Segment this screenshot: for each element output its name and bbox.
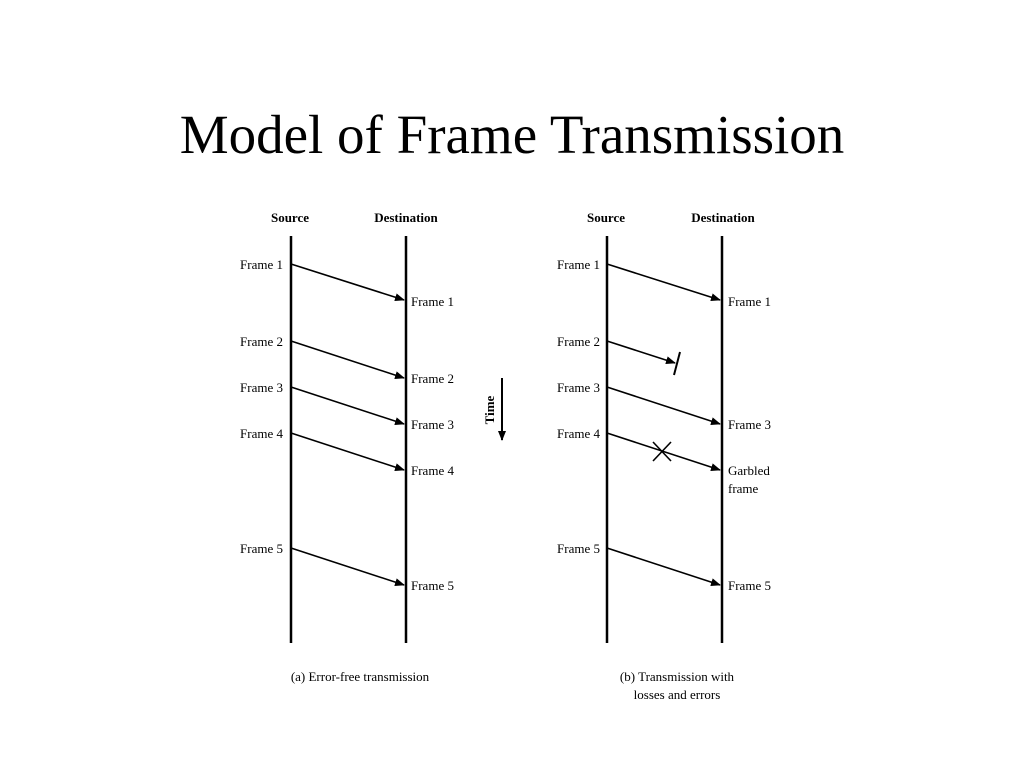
diagram-a: Source Destination Frame 1 Frame 1 Frame… (240, 210, 454, 684)
received-frame-label: Frame 3 (411, 417, 454, 432)
received-frame-label: Frame 3 (728, 417, 771, 432)
frame-arrow (290, 386, 405, 426)
sent-frame-label: Frame 1 (240, 257, 283, 272)
sent-frame-label: Frame 4 (557, 426, 600, 441)
garbled-frame-arrow (606, 432, 721, 472)
sent-frame-label: Frame 3 (557, 380, 600, 395)
sent-frame-label: Frame 5 (240, 541, 283, 556)
received-frame-label: Frame 2 (411, 371, 454, 386)
frame-arrow (606, 263, 721, 302)
destination-header: Destination (374, 210, 438, 225)
frame-arrow (606, 386, 721, 426)
time-axis-label: Time (482, 395, 497, 424)
diagram-b: Source Destination Frame 1 Frame 1 Frame… (557, 210, 771, 702)
sent-frame-label: Frame 2 (557, 334, 600, 349)
frame-arrow (290, 340, 405, 380)
frame-arrow (290, 263, 405, 302)
garbled-frame-label-line1: Garbled (728, 463, 770, 478)
received-frame-label: Frame 1 (411, 294, 454, 309)
sent-frame-label: Frame 1 (557, 257, 600, 272)
received-frame-label: Frame 5 (728, 578, 771, 593)
received-frame-label: Frame 5 (411, 578, 454, 593)
sent-frame-label: Frame 4 (240, 426, 283, 441)
sent-frame-label: Frame 2 (240, 334, 283, 349)
diagram-caption: (a) Error-free transmission (291, 669, 430, 684)
frame-arrow (606, 547, 721, 587)
garbled-frame-label-line2: frame (728, 481, 759, 496)
source-header: Source (271, 210, 309, 225)
frame-arrow (290, 547, 405, 587)
sent-frame-label: Frame 3 (240, 380, 283, 395)
error-cross-icon (652, 441, 672, 462)
diagram-caption-line2: losses and errors (634, 687, 721, 702)
received-frame-label: Frame 1 (728, 294, 771, 309)
source-header: Source (587, 210, 625, 225)
time-axis: Time (482, 378, 506, 441)
lost-frame-arrow (606, 340, 676, 365)
frame-arrow (290, 432, 405, 472)
sent-frame-label: Frame 5 (557, 541, 600, 556)
diagram-caption-line1: (b) Transmission with (620, 669, 735, 684)
received-frame-label: Frame 4 (411, 463, 454, 478)
destination-header: Destination (691, 210, 755, 225)
slide-title: Model of Frame Transmission (179, 104, 845, 165)
lost-frame-stop-mark (673, 351, 681, 376)
